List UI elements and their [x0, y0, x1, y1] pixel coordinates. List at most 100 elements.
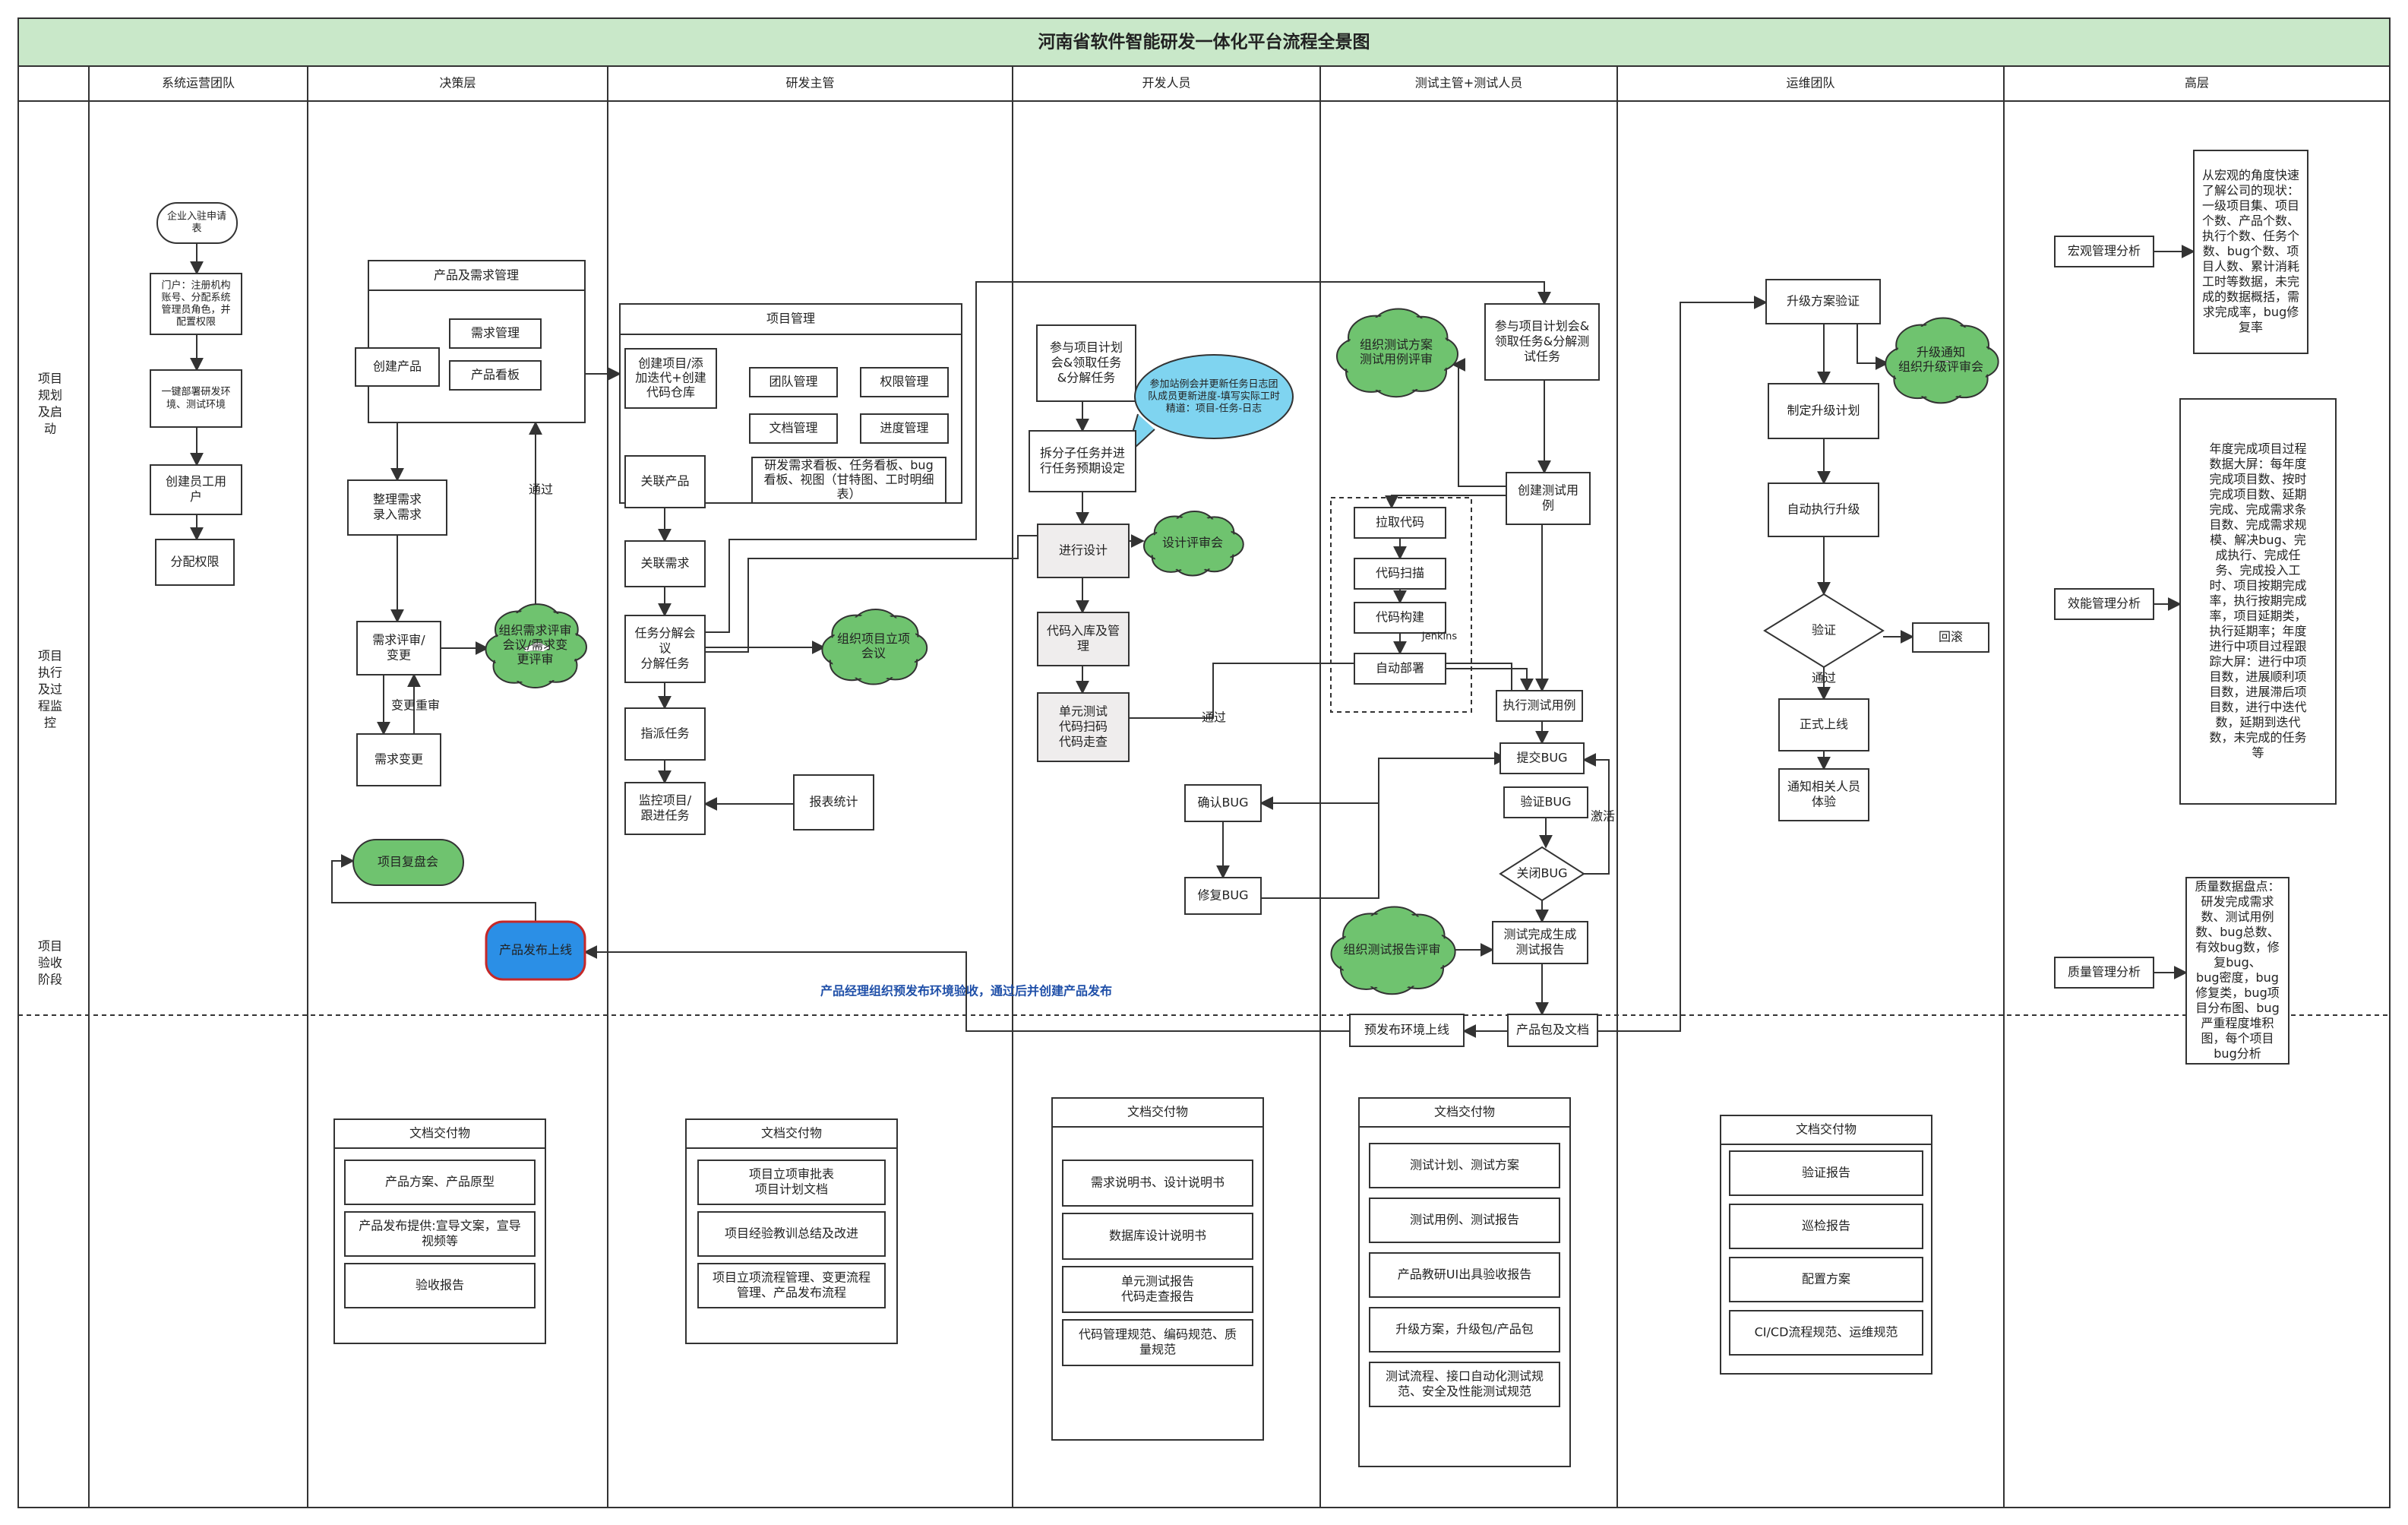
test-report-box[interactable]: 测试完成生成测试报告 [1492, 921, 1588, 964]
upgrade-plan-verify-box[interactable]: 升级方案验证 [1765, 279, 1881, 324]
arrow-deploy-exec [1446, 668, 1534, 692]
dev-split-task-box[interactable]: 拆分子任务并进行任务预期设定 [1029, 430, 1136, 492]
deliverables-ops-item-3[interactable]: CI/CD流程规范、运维规范 [1729, 1310, 1923, 1356]
arrow-verify-notify [1857, 324, 1889, 370]
report-stats-box[interactable]: 报表统计 [793, 774, 874, 831]
organize-req-box[interactable]: 整理需求录入需求 [347, 479, 447, 536]
deliverables-test-item-3[interactable]: 升级方案，升级包/产品包 [1369, 1307, 1560, 1353]
code-build-box[interactable]: 代码构建 [1354, 602, 1446, 634]
monitor-project-box[interactable]: 监控项目/跟进任务 [624, 782, 706, 835]
deliverables-dev-item-3[interactable]: 代码管理规范、编码规范、质量规范 [1062, 1319, 1253, 1366]
rollback-box[interactable]: 回滚 [1912, 622, 1989, 653]
design-review-cloud: 设计评审会 [1143, 511, 1244, 577]
dev-code-box[interactable]: 代码入库及管理 [1037, 612, 1130, 666]
deliverables-test-item-0-label: 测试计划、测试方案 [1410, 1158, 1519, 1172]
pull-code-box[interactable]: 拉取代码 [1354, 507, 1446, 539]
req-mgmt-box[interactable]: 需求管理 [449, 318, 542, 349]
create-project-box[interactable]: 创建项目/添加迭代+创建代码仓库 [624, 348, 717, 409]
product-release-button[interactable]: 产品发布上线 [485, 920, 586, 981]
portal-register-box[interactable]: 门户：注册机构账号、分配系统管理员角色，并配置权限 [150, 273, 242, 335]
deliverables-dev-item-1-label: 数据库设计说明书 [1109, 1229, 1206, 1243]
deliverables-decision-item-2[interactable]: 验收报告 [344, 1263, 536, 1308]
lane-developer-header: 开发人员 [1142, 76, 1190, 90]
auto-deploy-box[interactable]: 自动部署 [1354, 653, 1446, 685]
link-req-box[interactable]: 关联需求 [624, 540, 706, 587]
assign-permission-box[interactable]: 分配权限 [155, 539, 235, 586]
deliverables-dev-header: 文档交付物 [1127, 1105, 1188, 1119]
efficiency-analysis-box[interactable]: 效能管理分析 [2054, 588, 2154, 620]
one-click-deploy-box[interactable]: 一键部署研发环境、测试环境 [150, 369, 242, 428]
req-review-box[interactable]: 需求评审/变更 [356, 621, 441, 675]
dev-unit-test-box[interactable]: 单元测试代码扫码代码走查 [1037, 692, 1130, 762]
quality-note-box[interactable]: 质量数据盘点：研发完成需求数、测试用例数、bug总数、有效bug数，修复bug、… [2185, 877, 2289, 1065]
code-scan-box[interactable]: 代码扫描 [1354, 558, 1446, 590]
confirm-bug-box[interactable]: 确认BUG [1184, 784, 1262, 822]
req-change-box[interactable]: 需求变更 [356, 733, 441, 786]
deliverables-ops-item-0[interactable]: 验证报告 [1729, 1150, 1923, 1196]
dev-join-plan-box[interactable]: 参与项目计划会&领取任务&分解任务 [1036, 324, 1136, 402]
create-case-box-label: 创建测试用例 [1518, 483, 1578, 513]
deliverables-ops-item-1[interactable]: 巡检报告 [1729, 1204, 1923, 1249]
perm-mgmt-box[interactable]: 权限管理 [860, 367, 949, 397]
deliverables-dev-item-2[interactable]: 单元测试报告代码走查报告 [1062, 1266, 1253, 1313]
deliverables-decision-item-1-label: 产品发布提供:宣导文案，宣导视频等 [359, 1219, 520, 1248]
deliverables-dev-item-0[interactable]: 需求说明书、设计说明书 [1062, 1160, 1253, 1207]
dev-design-box[interactable]: 进行设计 [1037, 524, 1130, 578]
link-product-box[interactable]: 关联产品 [624, 455, 706, 508]
product-pkg-box[interactable]: 产品包及文档 [1507, 1014, 1598, 1047]
deliverables-rd-item-2[interactable]: 项目立项流程管理、变更流程管理、产品发布流程 [697, 1263, 886, 1308]
upgrade-verify-diamond[interactable]: 验证 [1763, 593, 1885, 669]
arrow-split-to-dev [705, 535, 1037, 653]
activate-label: 激活 [1591, 809, 1615, 824]
submit-bug-box[interactable]: 提交BUG [1499, 742, 1585, 774]
deliverables-test-item-4-label: 测试流程、接口自动化测试规范、安全及性能测试规范 [1386, 1369, 1544, 1399]
assign-task-box[interactable]: 指派任务 [624, 707, 706, 761]
deliverables-dev-item-1[interactable]: 数据库设计说明书 [1062, 1213, 1253, 1260]
exec-case-box[interactable]: 执行测试用例 [1496, 690, 1583, 722]
deliverables-decision-item-0[interactable]: 产品方案、产品原型 [344, 1160, 536, 1205]
req-review-cloud-label: 组织需求评审会议/需求变更评审 [498, 623, 571, 666]
deliverables-rd-item-1[interactable]: 项目经验教训总结及改进 [697, 1211, 886, 1257]
progress-mgmt-box[interactable]: 进度管理 [860, 413, 949, 444]
assign-permission-box-label: 分配权限 [170, 555, 219, 569]
deliverables-test-item-4[interactable]: 测试流程、接口自动化测试规范、安全及性能测试规范 [1369, 1362, 1560, 1407]
deliverables-ops-item-2[interactable]: 配置方案 [1729, 1257, 1923, 1302]
doc-mgmt-box[interactable]: 文档管理 [749, 413, 838, 444]
go-live-box[interactable]: 正式上线 [1778, 698, 1869, 751]
task-split-box[interactable]: 任务分解会议分解任务 [624, 615, 706, 683]
auto-upgrade-box[interactable]: 自动执行升级 [1768, 482, 1879, 537]
arrow-rd-to-test-plan [705, 281, 1551, 633]
team-mgmt-box[interactable]: 团队管理 [749, 367, 838, 397]
arrow-pre-release [583, 945, 1350, 1032]
pre-release-box[interactable]: 预发布环境上线 [1349, 1014, 1465, 1047]
test-join-plan-box[interactable]: 参与项目计划会&领取任务&分解测试任务 [1484, 303, 1600, 381]
macro-note-box[interactable]: 从宏观的角度快速了解公司的现状：一级项目集、项目个数、产品个数、执行个数、任务个… [2193, 150, 2308, 354]
test-report-review-cloud: 组织测试报告评审 [1330, 906, 1456, 995]
notify-users-box[interactable]: 通知相关人员体验 [1778, 768, 1869, 821]
efficiency-note-box[interactable]: 年度完成项目过程数据大屏：每年度完成项目数、按时完成项目数、延期完成、完成需求条… [2179, 398, 2337, 805]
deliverables-dev-item-3-label: 代码管理规范、编码规范、质量规范 [1079, 1327, 1237, 1357]
create-product-box[interactable]: 创建产品 [355, 347, 440, 387]
req-pass-label: 通过 [529, 482, 553, 497]
create-employee-box[interactable]: 创建员工用户 [150, 464, 242, 515]
close-bug-diamond[interactable]: 关闭BUG [1499, 846, 1585, 902]
progress-mgmt-box-label: 进度管理 [880, 421, 928, 435]
deliverables-rd-item-0[interactable]: 项目立项审批表项目计划文档 [697, 1160, 886, 1205]
deliverables-test-item-1[interactable]: 测试用例、测试报告 [1369, 1198, 1560, 1243]
macro-analysis-box[interactable]: 宏观管理分析 [2054, 236, 2154, 267]
pull-code-box-label: 拉取代码 [1376, 515, 1424, 530]
deliverables-test-item-2[interactable]: 产品教研UI出具验收报告 [1369, 1252, 1560, 1298]
product-board-box[interactable]: 产品看板 [449, 360, 542, 391]
verify-bug-box[interactable]: 验证BUG [1503, 786, 1588, 818]
upgrade-plan-box[interactable]: 制定升级计划 [1768, 383, 1879, 439]
arrow-release-review [331, 854, 536, 922]
deliverables-test-item-0[interactable]: 测试计划、测试方案 [1369, 1143, 1560, 1188]
quality-analysis-box[interactable]: 质量管理分析 [2054, 957, 2154, 989]
enterprise-apply-label: 企业入驻申请表 [167, 210, 226, 235]
deliverables-decision-item-1[interactable]: 产品发布提供:宣导文案，宣导视频等 [344, 1211, 536, 1257]
enterprise-apply-form[interactable]: 企业入驻申请表 [156, 202, 238, 244]
fix-bug-box[interactable]: 修复BUG [1184, 877, 1262, 915]
product-pkg-box-label: 产品包及文档 [1516, 1023, 1589, 1037]
create-case-box[interactable]: 创建测试用例 [1506, 472, 1591, 525]
